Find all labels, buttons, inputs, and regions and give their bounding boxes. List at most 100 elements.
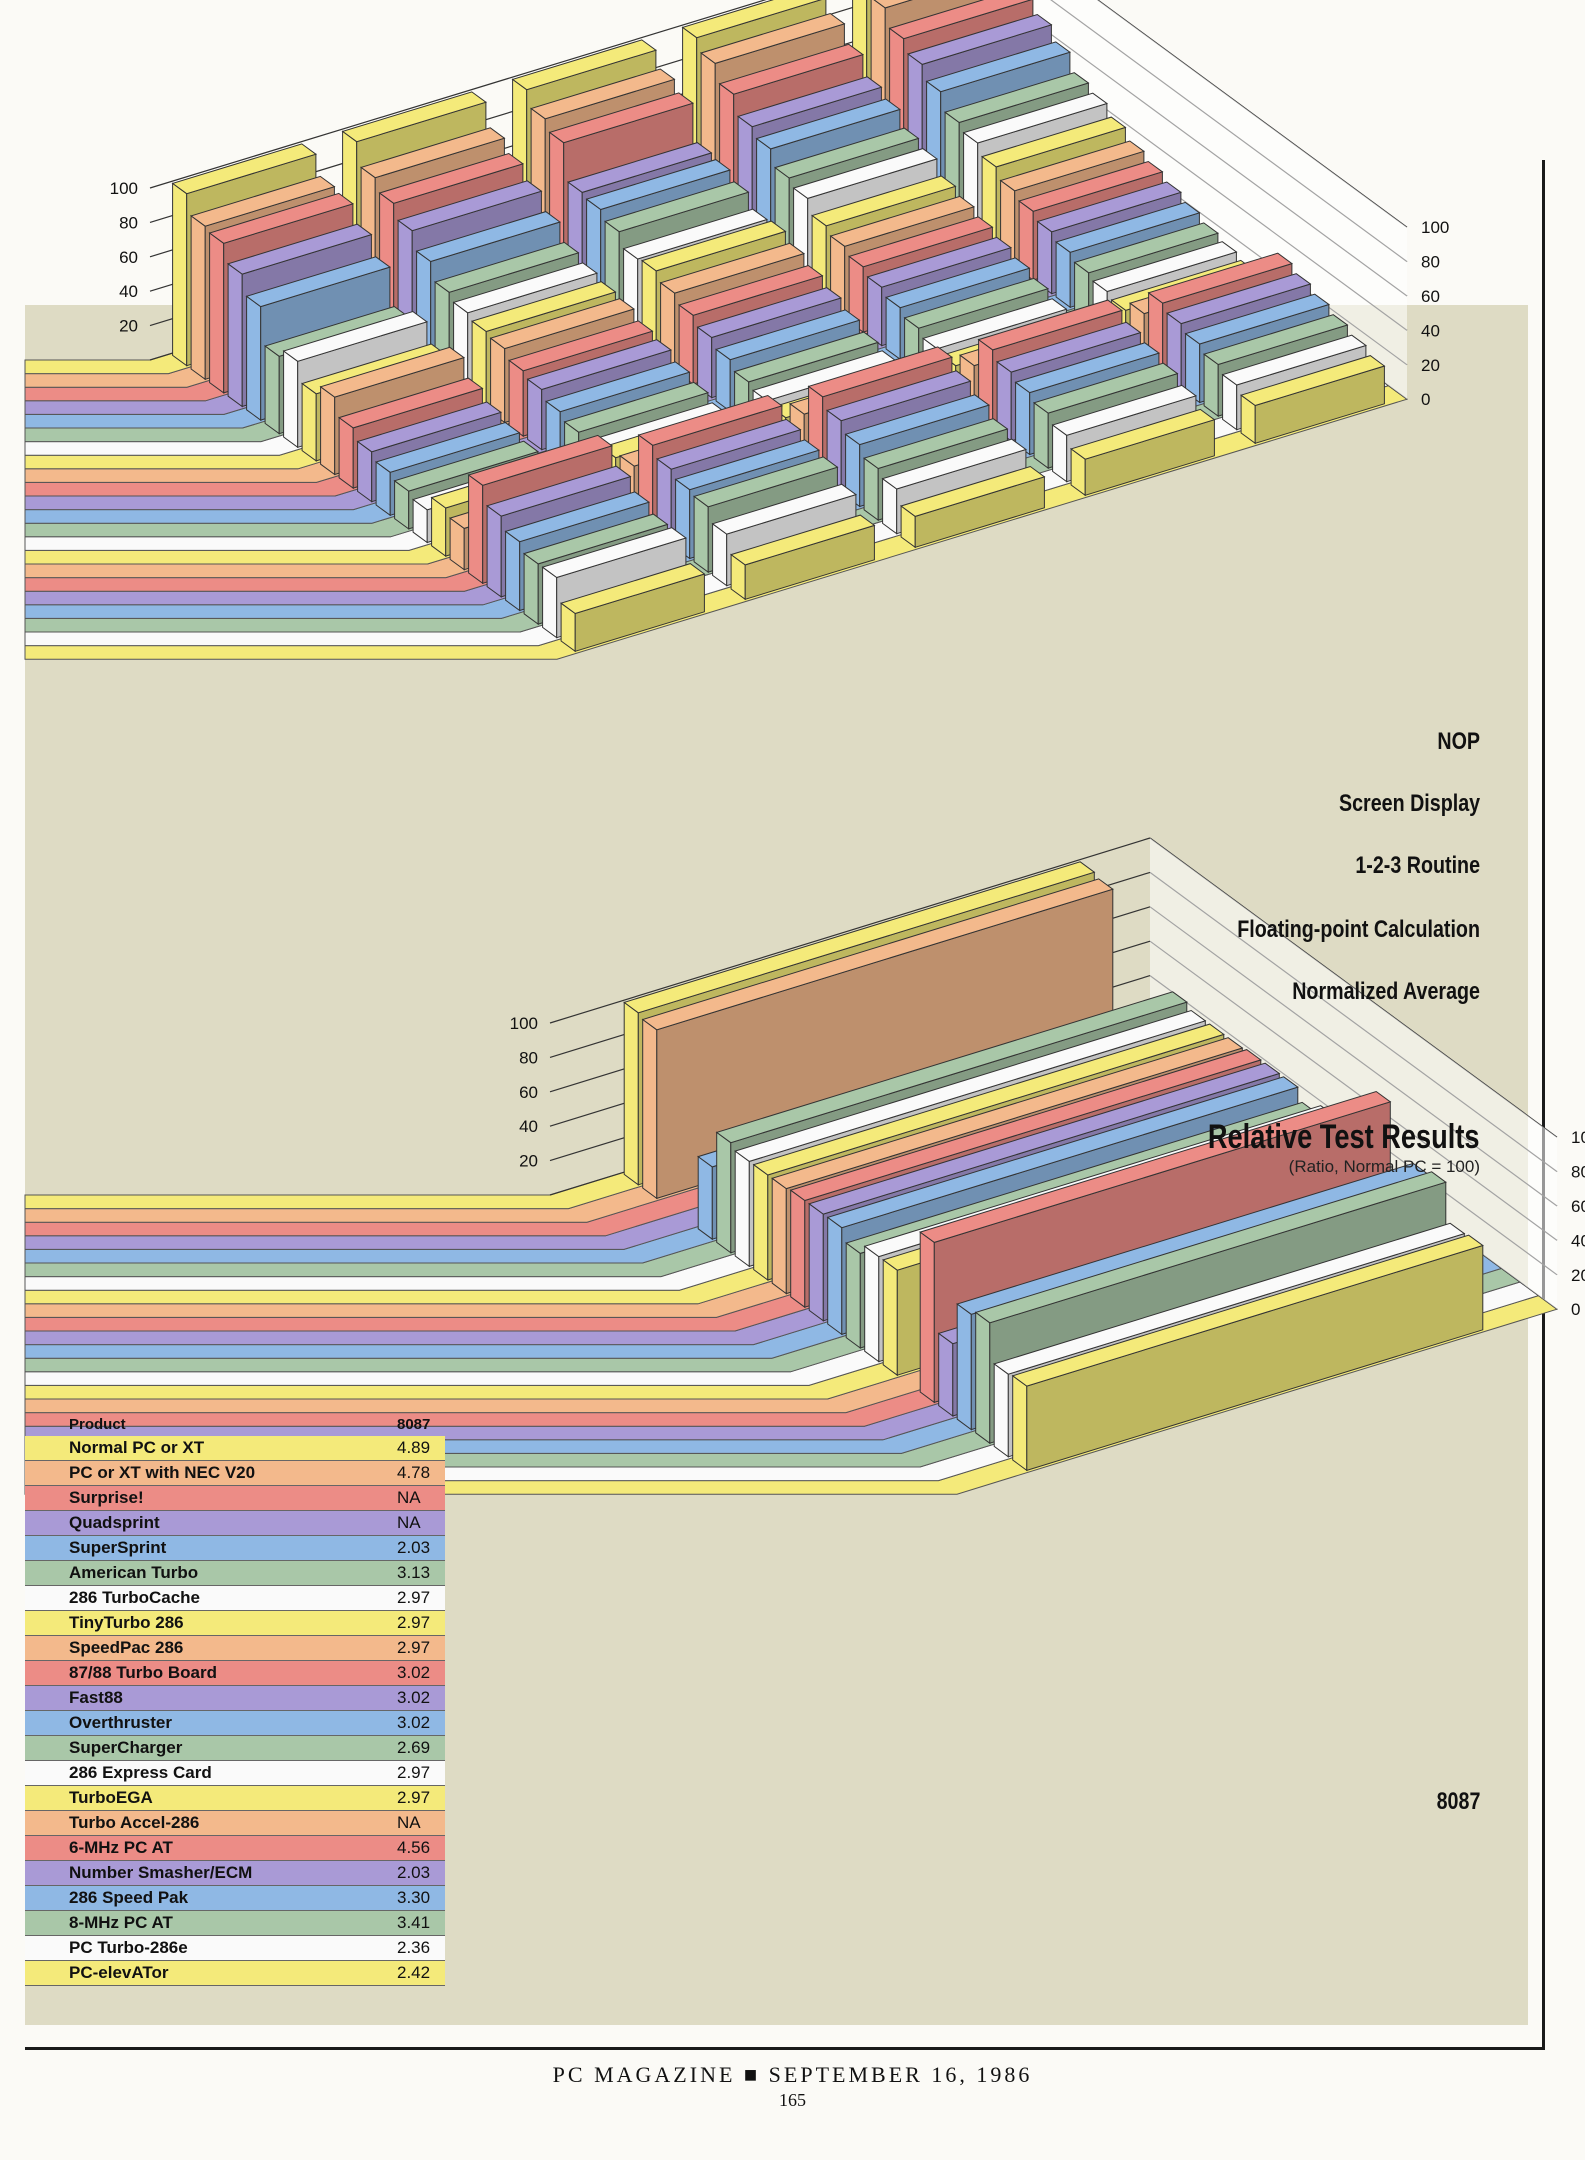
axis-tick-label: 80	[1571, 1163, 1585, 1182]
axis-tick-label: 80	[1421, 253, 1440, 272]
legend-product-value: 4.78	[397, 1463, 431, 1482]
bar	[1011, 1234, 1484, 1472]
legend-product-value: 3.13	[397, 1563, 431, 1582]
page-frame	[25, 160, 1545, 2050]
benchmark-label-8087: 8087	[1436, 1788, 1480, 1815]
legend-product-value: NA	[397, 1513, 421, 1532]
legend-row: American Turbo 3.13	[25, 1561, 445, 1586]
legend-header-value: 8087	[397, 1416, 431, 1433]
legend-row: SuperSprint 2.03	[25, 1536, 445, 1561]
legend-product-value: 2.97	[397, 1763, 431, 1782]
footer-magazine: PC MAGAZINE ■ SEPTEMBER 16, 1986	[552, 2062, 1033, 2087]
legend-product-value: 3.41	[397, 1913, 431, 1932]
legend-product-name: 286 TurboCache	[69, 1588, 201, 1607]
legend-product-name: 8-MHz PC AT	[69, 1913, 173, 1932]
axis-tick-label: 100	[510, 1014, 538, 1033]
legend-row: 286 Speed Pak 3.30	[25, 1886, 445, 1911]
axis-tick-label: 20	[519, 1152, 538, 1171]
legend-product-value: 2.97	[397, 1613, 431, 1632]
legend-header: Product 8087	[25, 1414, 445, 1436]
axis-tick-label: 60	[1571, 1197, 1585, 1216]
legend-product-name: SpeedPac 286	[69, 1638, 184, 1657]
benchmark-label-nop: NOP	[1437, 728, 1480, 755]
legend-product-name: 87/88 Turbo Board	[69, 1663, 217, 1682]
chart-title-block: Relative Test Results (Ratio, Normal PC …	[1140, 1118, 1480, 1177]
page-footer: PC MAGAZINE ■ SEPTEMBER 16, 1986 165	[0, 2062, 1585, 2111]
legend-product-name: Number Smasher/ECM	[69, 1863, 253, 1882]
legend-product-name: PC or XT with NEC V20	[69, 1463, 256, 1482]
benchmark-label-screen-display: Screen Display	[1338, 790, 1480, 817]
axis-tick-label: 40	[1421, 321, 1440, 340]
axis-tick-label: 60	[519, 1083, 538, 1102]
legend-product-name: 286 Speed Pak	[69, 1888, 189, 1907]
axis-tick-label: 20	[1421, 356, 1440, 375]
axis-tick-label: 0	[1421, 390, 1430, 409]
legend-product-name: SuperSprint	[69, 1538, 167, 1557]
axis-tick-label: 80	[519, 1048, 538, 1067]
legend-product-value: 2.69	[397, 1738, 431, 1757]
legend-row: Turbo Accel-286 NA	[25, 1811, 445, 1836]
legend-row: 286 TurboCache 2.97	[25, 1586, 445, 1611]
axis-tick-label: 60	[119, 248, 138, 267]
legend-product-value: 3.02	[397, 1713, 431, 1732]
legend-row: Overthruster 3.02	[25, 1711, 445, 1736]
axis-tick-label: 100	[1571, 1128, 1585, 1147]
legend-product-value: 4.89	[397, 1438, 431, 1457]
legend-row: PC or XT with NEC V20 4.78	[25, 1461, 445, 1486]
legend-product-value: 2.03	[397, 1538, 431, 1557]
bar	[729, 514, 876, 601]
legend-product-name: American Turbo	[69, 1563, 199, 1582]
gridline	[149, 0, 767, 189]
axis-tick-label: 100	[110, 179, 138, 198]
legend-row: Surprise! NA	[25, 1486, 445, 1511]
legend-product-name: Surprise!	[69, 1488, 144, 1507]
legend-row: PC Turbo-286e 2.36	[25, 1936, 445, 1961]
legend-product-name: 286 Express Card	[69, 1763, 212, 1782]
back-wall	[1150, 838, 1557, 1310]
legend-product-name: Normal PC or XT	[69, 1438, 205, 1457]
legend-product-value: 3.30	[397, 1888, 431, 1907]
bar	[900, 465, 1046, 549]
axis-tick-label: 40	[1571, 1231, 1585, 1250]
legend-product-name: Turbo Accel-286	[69, 1813, 200, 1832]
bar	[1239, 355, 1386, 445]
legend-row: PC-elevATor 2.42	[25, 1961, 445, 1986]
legend-product-value: 4.56	[397, 1838, 431, 1857]
axis-tick-label: 40	[119, 282, 138, 301]
legend-row: SpeedPac 286 2.97	[25, 1636, 445, 1661]
legend-row: 8-MHz PC AT 3.41	[25, 1911, 445, 1936]
legend-product-value: NA	[397, 1488, 421, 1507]
bar	[1069, 408, 1216, 497]
legend-product-name: PC-elevATor	[69, 1963, 169, 1982]
axis-tick-label: 80	[119, 213, 138, 232]
legend-product-value: NA	[397, 1813, 421, 1832]
axis-tick-label: 0	[1571, 1300, 1580, 1319]
benchmark-label-123-routine: 1-2-3 Routine	[1355, 852, 1480, 879]
axis-tick-label: 60	[1421, 287, 1440, 306]
legend-product-value: 2.42	[397, 1963, 431, 1982]
legend-product-value: 2.97	[397, 1638, 431, 1657]
gridline	[549, 837, 1151, 1024]
legend-product-value: 2.97	[397, 1788, 431, 1807]
benchmark-label-floating-point: Floating-point Calculation	[1237, 916, 1480, 943]
chart-title: Relative Test Results	[1208, 1118, 1480, 1156]
legend-product-value: 2.97	[397, 1588, 431, 1607]
footer-page-number: 165	[779, 2090, 806, 2110]
legend-product-name: Overthruster	[69, 1713, 172, 1732]
legend-table: Product 8087 Normal PC or XT 4.89 PC or XT…	[25, 1414, 445, 1986]
benchmark-label-normalized-average: Normalized Average	[1292, 978, 1480, 1005]
bar	[559, 563, 706, 653]
axis-tick-label: 40	[519, 1117, 538, 1136]
legend-product-name: TurboEGA	[69, 1788, 153, 1807]
legend-row: 286 Express Card 2.97	[25, 1761, 445, 1786]
legend-product-name: PC Turbo-286e	[69, 1938, 188, 1957]
legend-row: TurboEGA 2.97	[25, 1786, 445, 1811]
legend-product-value: 2.36	[397, 1938, 431, 1957]
